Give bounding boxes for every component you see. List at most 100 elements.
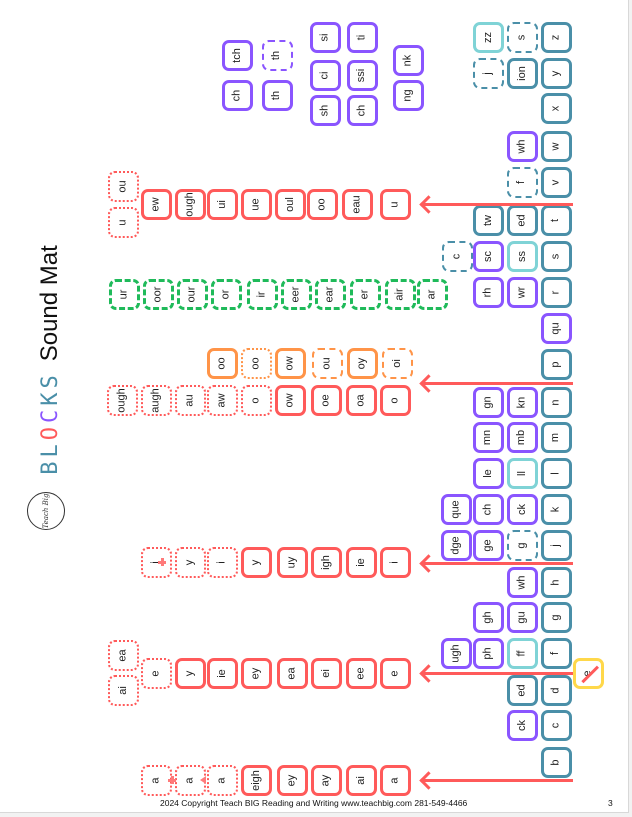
sound-tile-label: tw [481,214,494,226]
sound-tile-label: ur [117,289,130,299]
triangle-icon [200,776,206,784]
sound-tile-label: oo [315,197,328,211]
sound-tile-label: oe [319,393,332,407]
logo-text: Teach Big [42,493,50,529]
sound-tile: or [210,278,242,310]
sound-tile-label: aw [215,392,228,408]
sound-tile-label: th [270,50,283,60]
sound-tile-label: ugh [449,643,462,663]
sound-tile-label: ie [215,668,228,678]
sound-tile: ay [310,764,342,796]
sound-tile-label: uy [285,556,298,568]
vowel-arrow-line [421,381,573,385]
page-number: 3 [608,798,613,808]
sound-tile: oa [345,384,377,416]
sound-tile: j [472,57,504,89]
sound-tile-label: a [388,776,401,784]
sound-tile-label: zz [481,31,494,43]
sound-tile: ue [240,188,272,220]
sound-tile: g [506,529,538,561]
sound-tile-label: wh [515,138,528,154]
sound-tile-label: eau [350,194,363,214]
sound-tile: ge [472,529,504,561]
sound-tile: t [540,204,572,236]
vowel-arrow-line [421,561,573,565]
sound-tile: i [206,546,238,578]
sound-tile-label: ch [355,104,368,116]
sound-tile: ci [309,59,341,91]
sound-tile-label: y [249,559,262,565]
sound-tile: ai [345,764,377,796]
sound-tile: y [540,57,572,89]
sound-tile-label: u [388,200,401,208]
sound-tile: zz [472,21,504,53]
sound-tile: ea [276,657,308,689]
arrow-left-icon [419,663,438,683]
sound-tile-label: mn [481,429,494,445]
sound-tile-label: wh [515,574,528,590]
sound-tile: i [140,546,172,578]
sound-tile: aw [206,384,238,416]
sound-tile-label: a [149,776,162,784]
sound-tile: ei [310,657,342,689]
sound-tile: a [379,764,411,796]
sound-tile: w [540,130,572,162]
sound-tile: ur [108,278,140,310]
arrow-left-icon [419,553,438,573]
sound-tile-label: e [388,669,401,677]
sound-tile-label: oor [151,286,164,302]
sound-tile-label: mb [515,429,528,445]
sound-tile-label: oo [215,356,228,370]
sound-tile-label: oo [249,356,262,370]
sound-tile-label: f [515,180,528,184]
sound-tile-label: g [515,541,528,549]
sound-tile-label: eigh [249,769,262,791]
sound-tile-label: rh [481,287,494,297]
sound-tile: ion [506,57,538,89]
sound-tile: f [540,637,572,669]
sound-tile: ear [314,278,346,310]
sound-tile-label: h [549,578,562,586]
sound-tile: le [472,457,504,489]
sound-tile-label: ed [515,213,528,227]
sound-tile: kn [506,386,538,418]
sound-tile: rh [472,276,504,308]
sound-tile-label: ed [515,683,528,697]
sound-tile-label: th [270,90,283,100]
sound-tile-label: nk [401,54,414,66]
title-letter: O [38,423,63,441]
title-letter: C [38,405,63,424]
sound-tile: f [506,166,538,198]
sound-tile: mn [472,421,504,453]
sound-tile: ee [345,657,377,689]
sound-tile: a [140,764,172,796]
sound-tile: si [309,21,341,53]
sound-tile: tch [221,39,253,71]
sound-tile-label: qu [549,321,562,335]
sound-tile-label: ck [515,719,528,731]
sound-tile-label: or [219,289,232,299]
sound-tile: ew [140,188,172,220]
sound-tile-label: b [549,758,562,766]
sound-tile-label: ion [515,65,528,81]
sound-tile-label: er [358,289,371,299]
sound-tile: au [174,384,206,416]
sound-tile: ir [246,278,278,310]
sound-tile: air [384,278,416,310]
sound-tile-label: u [116,218,129,226]
silent-e-tile: e [573,658,604,689]
sound-tile-label: a [215,776,228,784]
sound-tile-label: ei [319,668,332,678]
sound-tile-label: j [481,71,494,75]
sound-tile-label: air [393,287,406,301]
sound-tile: h [540,566,572,598]
sound-tile: ie [206,657,238,689]
sound-tile: ugh [440,637,472,669]
sound-tile-label: igh [319,554,332,570]
sound-tile: sh [309,94,341,126]
sound-tile-label: ff [515,650,528,656]
sound-tile: nk [392,44,424,76]
sound-tile: e [379,657,411,689]
sound-tile-label: sc [481,250,494,262]
title-blocks: BLOCKS [38,371,63,475]
